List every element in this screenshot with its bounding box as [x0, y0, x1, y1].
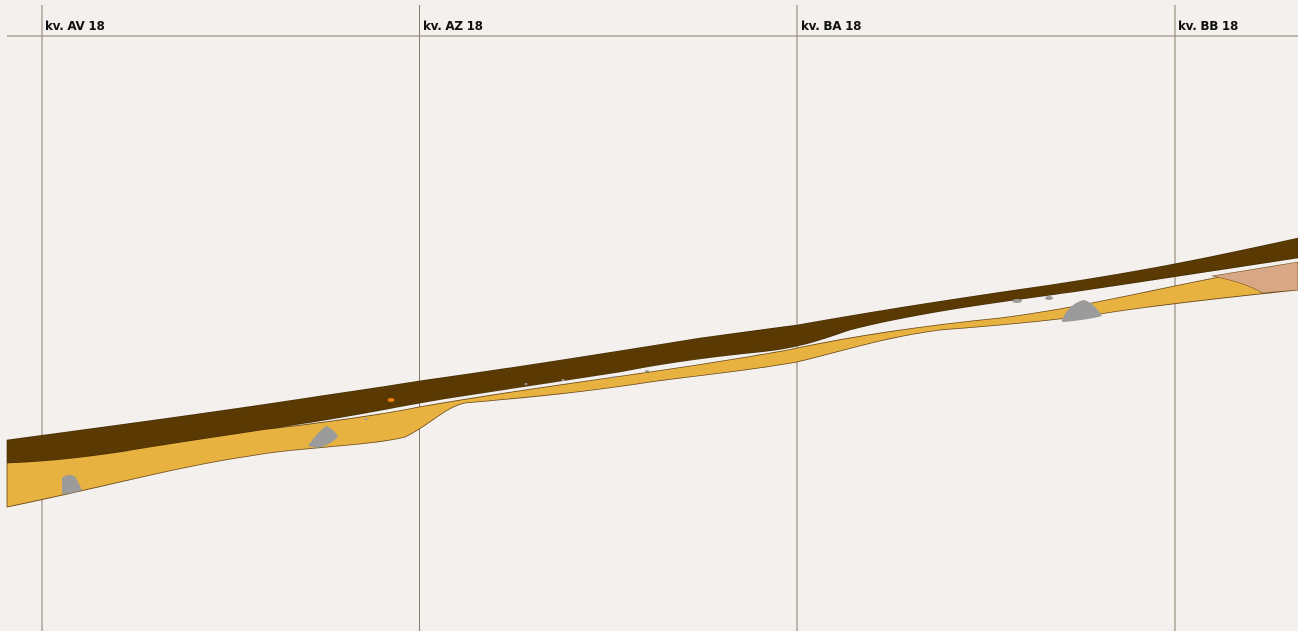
stone-3: [1062, 300, 1102, 322]
find-marker: [387, 398, 395, 402]
stone-9: [645, 370, 649, 372]
stone-7: [561, 379, 565, 381]
stone-10: [364, 418, 368, 420]
stone-4: [1012, 299, 1022, 303]
stone-1: [62, 475, 82, 494]
sand-layer: [6, 267, 1298, 508]
topsoil-layer: [6, 237, 1298, 464]
stone-8: [612, 376, 616, 378]
grid-label-az18: kv. AZ 18: [423, 19, 483, 33]
clay-layer: [1211, 261, 1298, 294]
stone-5: [1045, 296, 1053, 300]
grid-label-bb18: kv. BB 18: [1178, 19, 1239, 33]
stone-6: [524, 383, 528, 385]
grid-label-av18: kv. AV 18: [45, 19, 105, 33]
grid-label-ba18: kv. BA 18: [801, 19, 862, 33]
stone-2: [308, 426, 338, 448]
